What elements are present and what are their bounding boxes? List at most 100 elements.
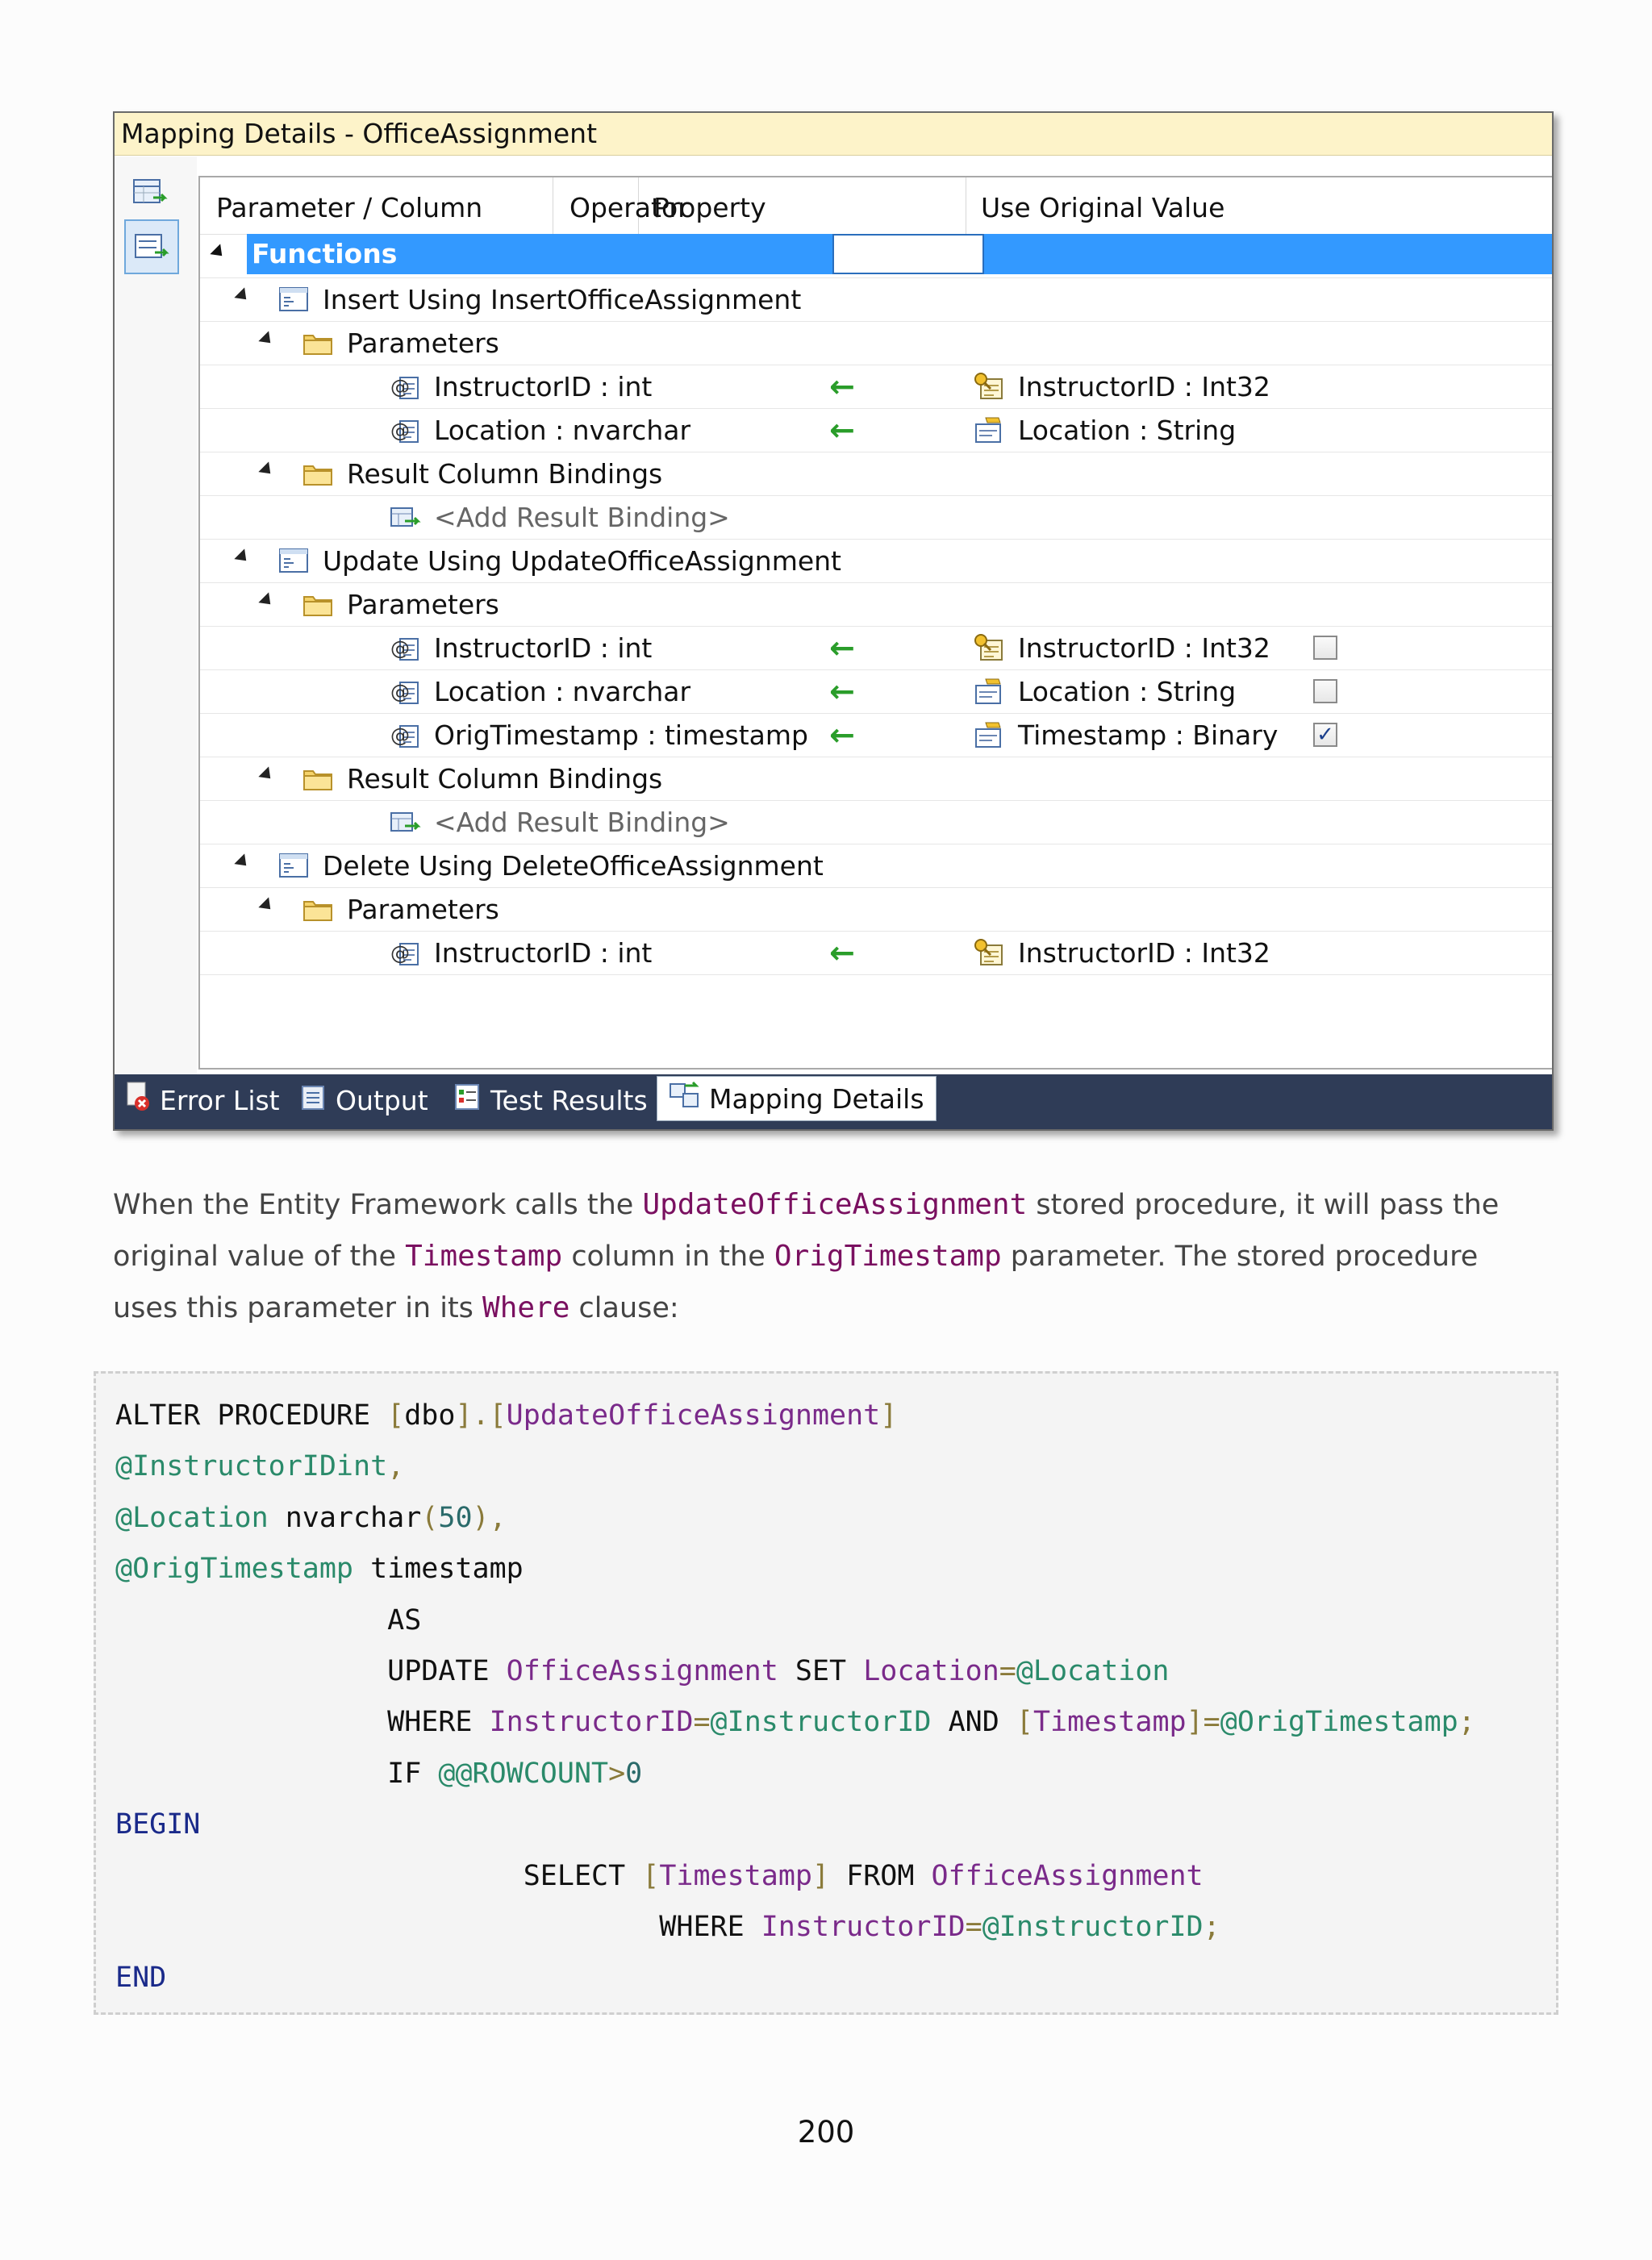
tab-error-list[interactable]: Error List bbox=[124, 1074, 280, 1129]
row-label: InstructorID : int bbox=[434, 632, 653, 664]
collapse-triangle-icon[interactable] bbox=[234, 287, 252, 305]
property-value[interactable]: Location : String bbox=[1018, 676, 1237, 707]
tree-row[interactable]: @InstructorID : int←InstructorID : Int32 bbox=[200, 365, 1552, 409]
row-label: Parameters bbox=[347, 327, 499, 359]
parameter-icon: @ bbox=[389, 371, 421, 402]
left-toolbar bbox=[115, 156, 197, 1074]
tree-row[interactable]: <Add Result Binding> bbox=[200, 800, 1552, 844]
key-property-icon bbox=[973, 937, 1005, 968]
collapse-triangle-icon[interactable] bbox=[258, 461, 276, 479]
code-line: @OrigTimestamp timestamp bbox=[115, 1553, 524, 1585]
code-token: AND bbox=[948, 1706, 1016, 1739]
property-value[interactable]: InstructorID : Int32 bbox=[1018, 632, 1270, 664]
row-label: Result Column Bindings bbox=[347, 763, 663, 794]
tree-row[interactable]: Delete Using DeleteOfficeAssignment bbox=[200, 844, 1552, 888]
mapping-arrow-icon: ← bbox=[829, 630, 855, 665]
code-token: @Location bbox=[1016, 1655, 1170, 1687]
map-to-functions-icon[interactable] bbox=[124, 219, 179, 274]
mapping-arrow-icon: ← bbox=[829, 673, 855, 709]
map-to-entity-icon[interactable] bbox=[124, 166, 176, 218]
row-label: Parameters bbox=[347, 589, 499, 620]
code-token: WHERE bbox=[115, 1911, 761, 1943]
code-token: SET bbox=[795, 1655, 864, 1687]
collapse-triangle-icon[interactable] bbox=[258, 897, 276, 915]
tree-row[interactable]: Result Column Bindings bbox=[200, 452, 1552, 496]
code-line: UPDATE OfficeAssignment SET Location=@Lo… bbox=[115, 1655, 1170, 1687]
tree-row[interactable]: @Location : nvarchar←Location : String bbox=[200, 669, 1552, 714]
use-original-value-checkbox[interactable]: ✓ bbox=[1313, 723, 1337, 747]
collapse-triangle-icon[interactable] bbox=[234, 548, 252, 566]
svg-text:@: @ bbox=[390, 942, 410, 965]
tree-row[interactable]: Parameters bbox=[200, 582, 1552, 627]
code-token: AS bbox=[115, 1603, 422, 1637]
tab-test-results[interactable]: Test Results bbox=[453, 1074, 648, 1129]
code-token: timestamp bbox=[370, 1553, 524, 1586]
tree-row[interactable]: @OrigTimestamp : timestamp←Timestamp : B… bbox=[200, 713, 1552, 757]
tab-mapping-details[interactable]: Mapping Details bbox=[657, 1076, 937, 1121]
parameter-icon: @ bbox=[389, 676, 421, 707]
use-original-value-checkbox[interactable] bbox=[1313, 679, 1337, 703]
code-token: = bbox=[693, 1706, 711, 1739]
property-value[interactable]: Timestamp : Binary bbox=[1018, 719, 1279, 751]
body-paragraph: When the Entity Framework calls the Upda… bbox=[113, 1179, 1549, 1334]
collapse-triangle-icon[interactable] bbox=[258, 766, 276, 784]
row-label: Update Using UpdateOfficeAssignment bbox=[323, 545, 842, 577]
property-value[interactable]: InstructorID : Int32 bbox=[1018, 371, 1270, 402]
parameter-icon: @ bbox=[389, 415, 421, 445]
test-results-icon bbox=[453, 1076, 482, 1129]
parameter-icon: @ bbox=[389, 719, 421, 750]
property-icon bbox=[973, 719, 1005, 750]
code-token: @Location bbox=[115, 1501, 286, 1534]
key-property-icon bbox=[973, 632, 1005, 663]
code-token: @OrigTimestamp bbox=[115, 1553, 371, 1586]
tree-row[interactable]: Parameters bbox=[200, 321, 1552, 365]
tool-window-tabs: Error List Output Test Results Mapping D… bbox=[115, 1074, 1552, 1129]
paragraph-text: When the Entity Framework calls the bbox=[113, 1189, 643, 1221]
code-line: SELECT [Timestamp] FROM OfficeAssignment bbox=[115, 1860, 1204, 1892]
row-label: <Add Result Binding> bbox=[434, 502, 730, 533]
code-token: ; bbox=[1203, 1911, 1220, 1943]
tree-row[interactable]: @InstructorID : int←InstructorID : Int32 bbox=[200, 931, 1552, 975]
code-token: [ bbox=[642, 1859, 660, 1892]
collapse-triangle-icon[interactable] bbox=[258, 331, 276, 348]
code-token: > bbox=[608, 1757, 626, 1790]
operator-cell-editor[interactable] bbox=[832, 234, 984, 274]
tree-row[interactable]: Functions bbox=[200, 234, 1552, 278]
inline-code: OrigTimestamp bbox=[774, 1240, 1002, 1273]
code-token: FROM bbox=[846, 1859, 932, 1892]
window-title: Mapping Details - OfficeAssignment bbox=[115, 113, 1552, 156]
code-line: @InstructorIDint, bbox=[115, 1450, 404, 1482]
property-value[interactable]: InstructorID : Int32 bbox=[1018, 937, 1270, 969]
tree-row[interactable]: Insert Using InsertOfficeAssignment bbox=[200, 277, 1552, 322]
column-header-property[interactable]: Property bbox=[639, 177, 966, 234]
use-original-value-checkbox[interactable] bbox=[1313, 636, 1337, 660]
paragraph-text: stored procedure, it will pass the origi… bbox=[113, 1189, 1500, 1273]
code-token: SELECT bbox=[115, 1859, 643, 1892]
code-token: InstructorID bbox=[489, 1706, 694, 1739]
tab-output[interactable]: Output bbox=[300, 1074, 428, 1129]
inline-code: Timestamp bbox=[405, 1240, 563, 1273]
code-line: AS bbox=[115, 1604, 421, 1637]
column-header-operator[interactable]: Operator bbox=[553, 177, 689, 234]
row-label: Location : nvarchar bbox=[434, 415, 691, 446]
mapping-arrow-icon: ← bbox=[829, 717, 855, 753]
tree-row[interactable]: <Add Result Binding> bbox=[200, 495, 1552, 540]
tree-row[interactable]: Parameters bbox=[200, 887, 1552, 932]
functions-node-label: Functions bbox=[252, 238, 398, 269]
column-header-parameter[interactable]: Parameter / Column bbox=[200, 177, 553, 234]
code-line: IF @@ROWCOUNT>0 bbox=[115, 1758, 642, 1790]
code-token: , bbox=[387, 1450, 405, 1483]
tree-row[interactable]: @InstructorID : int←InstructorID : Int32 bbox=[200, 626, 1552, 670]
code-line: WHERE InstructorID=@InstructorID; bbox=[115, 1911, 1220, 1943]
svg-text:@: @ bbox=[390, 376, 410, 398]
column-header-use-original-value[interactable]: Use Original Value bbox=[981, 192, 1225, 223]
tree-row[interactable]: Result Column Bindings bbox=[200, 757, 1552, 801]
code-token: ] bbox=[880, 1399, 898, 1432]
collapse-triangle-icon[interactable] bbox=[258, 592, 276, 610]
collapse-triangle-icon[interactable] bbox=[234, 853, 252, 871]
page-number: 200 bbox=[797, 2115, 855, 2150]
tree-row[interactable]: Update Using UpdateOfficeAssignment bbox=[200, 539, 1552, 583]
property-value[interactable]: Location : String bbox=[1018, 415, 1237, 446]
tree-row[interactable]: @Location : nvarchar←Location : String bbox=[200, 408, 1552, 452]
collapse-triangle-icon[interactable] bbox=[210, 244, 227, 261]
